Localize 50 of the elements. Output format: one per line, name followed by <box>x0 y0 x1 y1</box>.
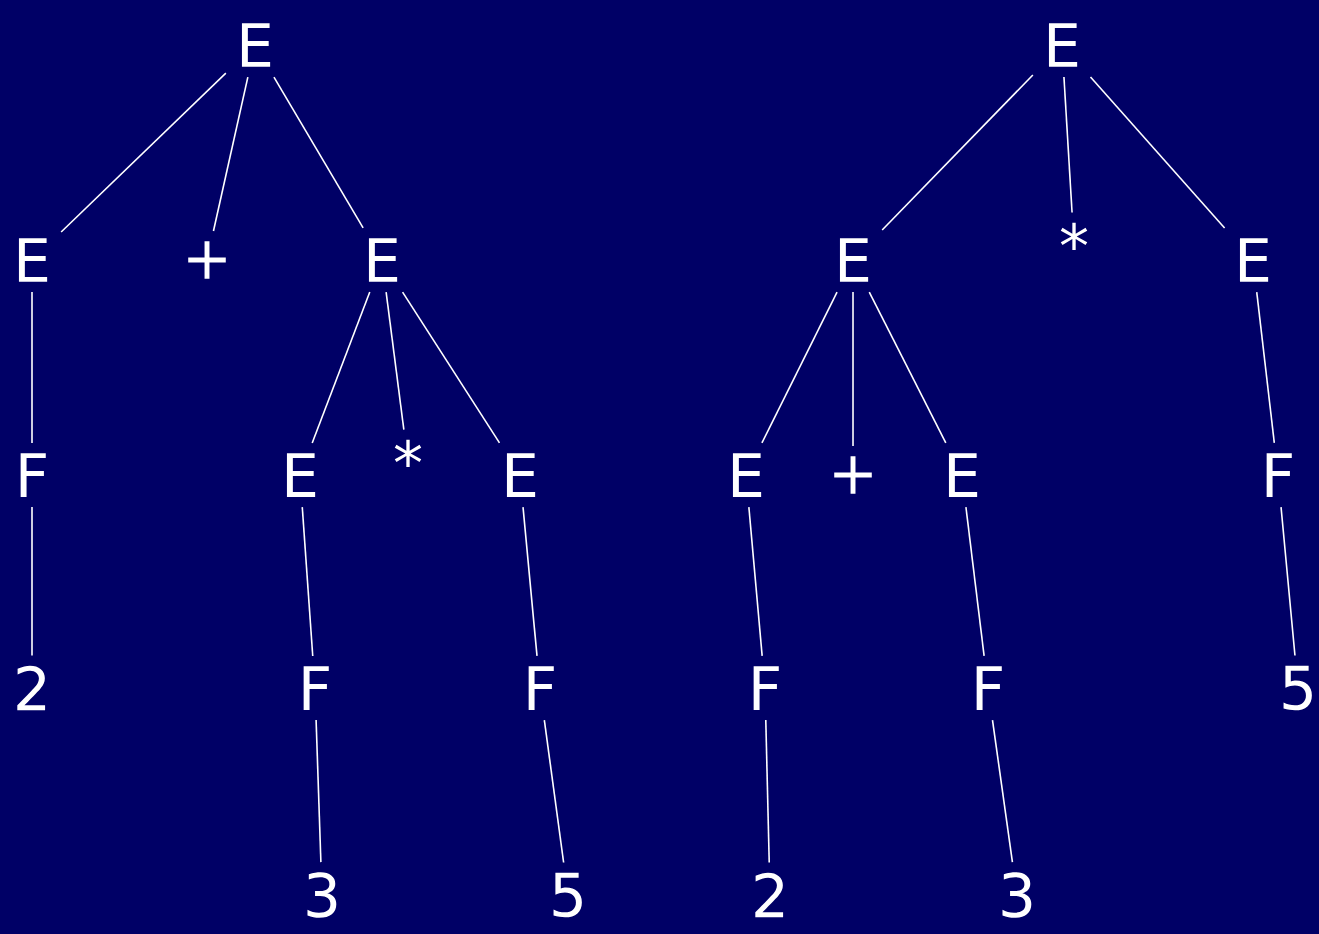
tree-symbol: F <box>976 666 1002 710</box>
tree-symbol: 3 <box>1002 872 1032 918</box>
tree-branch <box>965 506 985 657</box>
tree-branch <box>301 506 314 657</box>
tree-branch <box>31 291 33 444</box>
tree-symbol: E <box>732 453 762 497</box>
tree-symbol: E <box>368 238 398 282</box>
tree-symbol: E <box>241 23 271 67</box>
tree-symbol: E <box>286 453 316 497</box>
tree-branch <box>522 506 538 657</box>
tree-symbol: E <box>948 453 978 497</box>
tree-branch <box>991 719 1014 863</box>
tree-branch <box>1255 291 1276 444</box>
tree-branch <box>315 719 322 863</box>
tree-branch <box>401 291 501 444</box>
tree-symbol: E <box>839 238 869 282</box>
tree-branch <box>31 506 33 657</box>
tree-symbol: * <box>1060 222 1088 251</box>
tree-symbol: 2 <box>17 665 46 711</box>
tree-branch <box>543 719 565 864</box>
tree-symbol: F <box>528 666 554 710</box>
tree-symbol: F <box>20 453 46 497</box>
tree-branch <box>748 506 763 657</box>
tree-symbol: 2 <box>755 872 784 918</box>
tree-symbol: 5 <box>553 872 582 918</box>
tree-branch <box>385 291 405 431</box>
tree-branch <box>761 291 838 444</box>
tree-symbol: E <box>1239 238 1269 282</box>
tree-symbol: + <box>188 241 226 279</box>
tree-branch <box>273 76 364 229</box>
tree-branch <box>311 291 371 444</box>
tree-symbol: F <box>1266 453 1292 497</box>
tree-symbol: F <box>303 666 329 710</box>
tree-symbol: F <box>753 666 779 710</box>
tree-branch <box>60 72 227 233</box>
tree-symbol: + <box>834 456 872 494</box>
tree-branch <box>1280 506 1296 657</box>
tree-branch <box>868 291 947 444</box>
tree-branch <box>881 74 1034 231</box>
tree-symbol: E <box>506 453 536 497</box>
tree-branch <box>212 76 249 232</box>
tree-branch <box>765 719 771 864</box>
tree-symbol: * <box>394 439 422 468</box>
tree-symbol: 3 <box>307 872 337 918</box>
tree-branch <box>1089 76 1226 229</box>
tree-symbol: E <box>1048 23 1078 67</box>
tree-symbol: E <box>18 238 48 282</box>
tree-branch <box>852 291 854 447</box>
tree-branch <box>1063 76 1073 214</box>
tree-symbol: 5 <box>1283 665 1312 711</box>
